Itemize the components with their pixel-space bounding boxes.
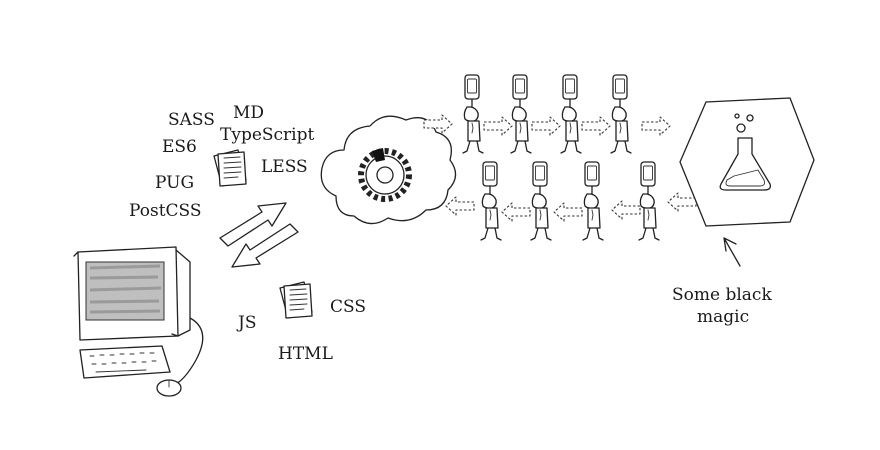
label-pug: PUG [155,173,194,193]
magic-annotation: Some black magic [672,237,772,327]
worker-row-top [462,74,632,154]
keyboard [79,345,171,379]
label-md: MD [233,103,264,123]
flask-icon [719,113,772,191]
label-html: HTML [278,344,333,364]
magic-label-line1: Some black [672,285,772,305]
label-css: CSS [330,297,366,317]
magic-hexagon [679,97,815,227]
worker-with-phone-icon [610,74,632,154]
monitor [73,246,191,341]
magic-label-line2: magic [697,307,749,327]
build-cloud [320,115,457,225]
label-typescript: TypeScript [220,125,314,145]
worker-with-phone-icon [560,74,582,154]
label-sass: SASS [168,110,215,130]
label-js: JS [236,313,256,333]
arrow-from-build-icon [231,223,299,268]
computer-illustration [73,246,204,397]
pointer-arrow-icon [723,237,741,267]
source-formats: SASS MD TypeScript ES6 LESS PUG PostCSS [129,103,314,221]
exchange-arrows [219,202,299,268]
output-documents-icon [279,281,313,319]
worker-with-phone-icon [582,161,604,241]
label-es6: ES6 [162,137,197,157]
gear-icon [358,148,412,202]
worker-with-phone-icon [462,74,484,154]
worker-with-phone-icon [638,161,660,241]
mouse [156,317,204,397]
worker-with-phone-icon [510,74,532,154]
output-formats: JS CSS HTML [236,281,366,364]
source-documents-icon [213,149,247,187]
worker-with-phone-icon [530,161,552,241]
label-less: LESS [261,157,308,177]
arrow-to-build-icon [219,202,287,247]
worker-row-bottom [480,161,660,241]
worker-with-phone-icon [480,161,502,241]
label-postcss: PostCSS [129,201,202,221]
